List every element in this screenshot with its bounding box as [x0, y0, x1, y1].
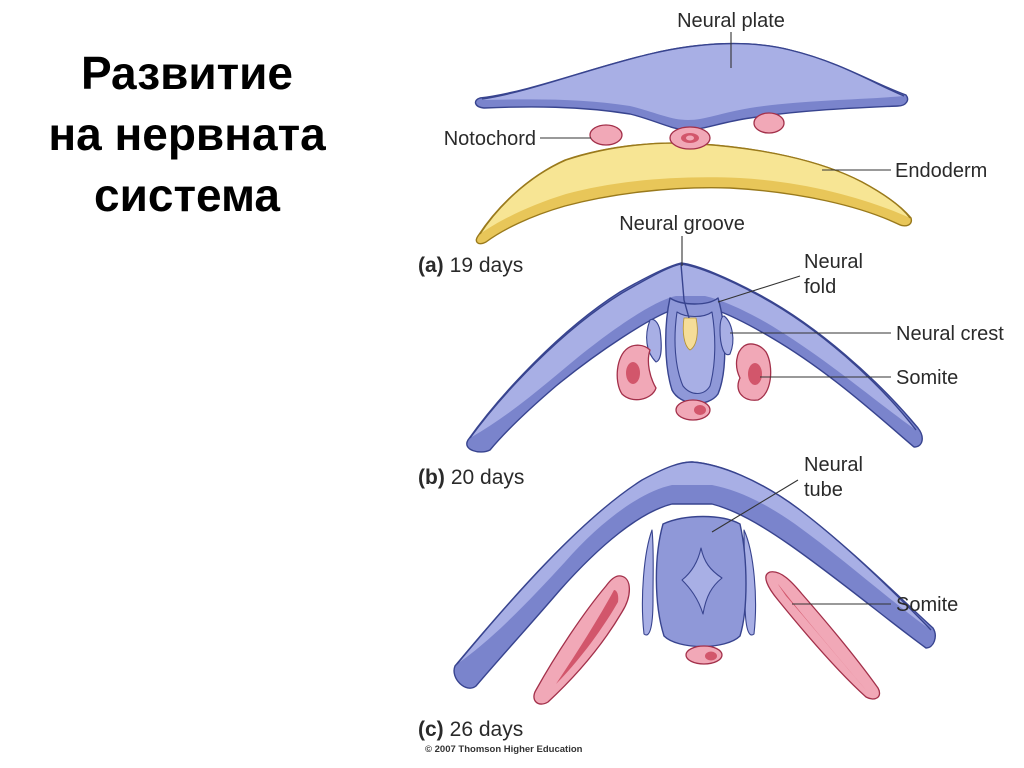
neural-groove-lumen	[682, 317, 698, 351]
stage-letter: (c)	[418, 718, 444, 741]
stage-c-figure	[453, 461, 936, 705]
notochord-c-core	[705, 651, 717, 661]
neural-crest-c-left	[641, 529, 654, 636]
somite-b-right-core	[748, 363, 762, 385]
neural-fold-band-top	[470, 264, 916, 438]
label-somite-b: Somite	[896, 367, 958, 389]
leader-line-neural-tube	[711, 479, 799, 533]
stage-age: 19 days	[450, 254, 524, 277]
label-neural-tube-line: Neural	[804, 454, 863, 476]
neural-crest-left	[646, 318, 662, 363]
label-neural-fold-line: Neural	[804, 251, 863, 273]
stage-letter: (b)	[418, 466, 445, 489]
ectoderm-arch-top	[457, 462, 931, 664]
notochord-b	[675, 399, 711, 421]
ectoderm-arch-outline	[456, 461, 932, 665]
stage-letter: (a)	[418, 254, 444, 277]
stage-age: 20 days	[451, 466, 525, 489]
slide-title-line: система	[94, 169, 280, 221]
stage-age: 26 days	[450, 718, 524, 741]
slide-title: Развитие на нервната система	[0, 43, 374, 226]
neural-crest-right	[719, 315, 734, 356]
slide-title-line: на нервната	[48, 108, 326, 160]
neural-tube-lumen	[681, 547, 723, 615]
stage-caption-b: (b) 20 days	[418, 466, 524, 489]
mesoderm-blob-right	[753, 112, 785, 134]
leader-line-neural-fold	[717, 275, 801, 303]
stage-caption-c: (c) 26 days	[418, 718, 523, 741]
neural-plate-top-face	[482, 43, 904, 121]
copyright-notice: © 2007 Thomson Higher Education	[425, 744, 583, 755]
somite-b-left-core	[626, 362, 640, 384]
slide-title-line: Развитие	[80, 47, 294, 99]
stage-a-figure	[474, 42, 913, 245]
label-neural-plate: Neural plate	[677, 10, 785, 32]
mesoderm-blob-left	[589, 124, 623, 146]
label-neural-tube-line: tube	[804, 479, 843, 501]
endoderm-top-face	[480, 143, 910, 234]
stage-caption-a: (a) 19 days	[418, 254, 523, 277]
stage-b-figure	[466, 262, 923, 453]
neural-groove-line	[680, 263, 690, 319]
label-endoderm: Endoderm	[895, 160, 987, 182]
neural-plate-outline	[481, 42, 905, 100]
notochord-b-core	[694, 405, 706, 415]
notochord-a-center	[686, 135, 694, 141]
label-neural-groove: Neural groove	[619, 213, 745, 235]
label-neural-crest: Neural crest	[896, 323, 1004, 345]
label-neural-fold-line: fold	[804, 276, 836, 298]
label-somite-c: Somite	[896, 594, 958, 616]
label-notochord: Notochord	[444, 128, 536, 150]
somite-c-left-core	[556, 590, 619, 684]
